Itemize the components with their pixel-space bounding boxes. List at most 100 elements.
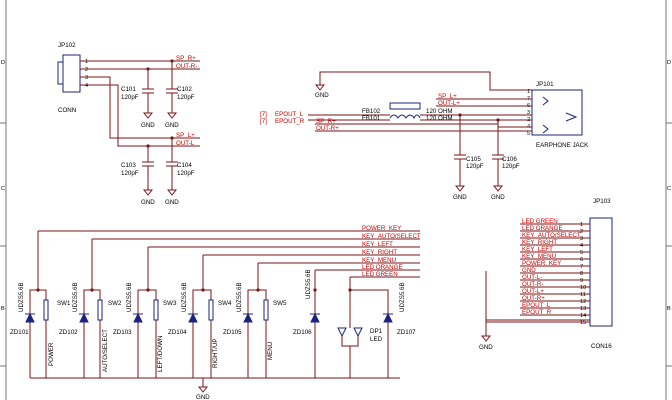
jp103-type: CON16 [591, 343, 612, 350]
jp101-pin-3: 3 [527, 110, 530, 116]
fb102-ref: FB102 [362, 108, 381, 115]
sheet-ref-epout-l: [7] [260, 111, 267, 118]
net-out-l: OUT-L [176, 140, 195, 147]
key-net-led-green: LED GREEN [362, 271, 398, 278]
jp103-net-label: OUT-R- [522, 281, 543, 288]
sw5-ref: SW5 [273, 300, 287, 307]
sw1-name: POWER [48, 342, 55, 366]
jp101-body [531, 89, 583, 136]
sw2-ref: SW2 [108, 300, 122, 307]
zd104-ref: ZD104 [168, 329, 187, 336]
jp103-net-label: LED ORANGE [522, 225, 563, 232]
jp103-net-label: OUT-R+ [522, 295, 545, 302]
jp102-pin-2: 2 [85, 67, 88, 73]
border-zone-left-b: B [1, 306, 5, 312]
jp102-tab [57, 61, 64, 85]
jp103-net-label: GND [522, 267, 536, 274]
key-net-menu: KEY_MENU [362, 257, 396, 264]
sw2-name: AUTO/SELECT [102, 329, 109, 372]
cap-c106-ref: C106 [502, 156, 517, 163]
jp103-pin-number: 1 [580, 222, 583, 228]
jack-contact-3 [542, 124, 549, 134]
jp102-ref: JP102 [58, 42, 76, 49]
zd107-part: UDZS5.6B [399, 282, 406, 312]
jp103-net-label: OUT-L+ [522, 288, 544, 295]
border-zone-left-d: D [1, 60, 5, 66]
zd102-ref: ZD102 [59, 329, 78, 336]
jack-net-sp-l: SP_L+ [438, 93, 457, 100]
gnd-label-c102: GND [165, 122, 179, 129]
jp102-pin-1: 1 [85, 59, 88, 65]
jack-net-sp-r: SP_R+ [316, 118, 336, 125]
zd105-part: UDZS5.6B [236, 282, 243, 312]
jack-contact-1 [542, 96, 549, 106]
zd104-part: UDZS5.6B [181, 282, 188, 312]
jp103-net-label: OUT-L- [522, 274, 542, 281]
ferrite-bead-fb102 [389, 102, 421, 110]
jp103-pin-number: 9 [580, 278, 583, 284]
zd106-part: UDZS5.6B [305, 269, 312, 299]
net-out-r-minus: OUT-R- [176, 63, 197, 70]
jp101-ref: JP101 [536, 81, 554, 88]
cap-c105-ref: C105 [466, 156, 481, 163]
jp102-pin-3: 3 [85, 75, 88, 81]
jp103-pin-number: 14 [580, 313, 586, 319]
key-net-led-orange: LED ORANGE [362, 264, 403, 271]
jp103-net-label: POWER_KEY [522, 260, 561, 267]
jp101-type: EARPHONE JACK [536, 142, 589, 149]
cap-c104-ref: C104 [177, 162, 192, 169]
zd101-part: UDZS5.6B [18, 282, 25, 312]
cap-c105-value: 120pF [466, 163, 484, 170]
gnd-label-c101: GND [141, 122, 155, 129]
sw5-name: MENU [267, 342, 274, 360]
cap-c101-value: 120pF [121, 94, 139, 101]
dp1-ref: DP1 [370, 328, 383, 335]
zd103-ref: ZD103 [113, 329, 132, 336]
jack-contact-2 [565, 112, 578, 122]
sheet-ref-epout-r: [7] [260, 118, 267, 125]
zd103-part: UDZS5.6B [126, 282, 133, 312]
jp103-net-label: KEY_AUTO/SELECT [522, 232, 581, 239]
jp102-block: JP102 CONN 1 2 3 4 SP_R+ OUT-R- SP_L+ OU… [57, 42, 200, 206]
zd105-ref: ZD105 [223, 329, 242, 336]
jp103-net-label: EPOUT_L [522, 302, 551, 309]
jp103-net-label: KEY_MENU [522, 253, 556, 260]
net-sp-l-plus: SP_L+ [176, 132, 195, 139]
gnd-label-c106: GND [491, 194, 505, 201]
fb101-ref: FB101 [362, 115, 381, 122]
cap-c103-ref: C103 [121, 162, 136, 169]
border-zone-right-d: D [667, 60, 671, 66]
keys-block: POWER_KEY KEY_AUTO/SELECT KEY_LEFT KEY_R… [10, 225, 421, 400]
gnd-label-keys: GND [196, 394, 210, 400]
jp103-pin-number: 6 [580, 257, 583, 263]
border-zone-right-b: B [667, 306, 671, 312]
border-zone-left-c: C [1, 186, 5, 192]
net-epout-r: EPOUT_R [275, 118, 305, 125]
cap-c103-value: 120pF [121, 170, 139, 177]
jp103-net-label: KEY_RIGHT [522, 239, 557, 246]
jp101-pin-5: 5 [527, 131, 530, 137]
fb102-value: 120 OHM [426, 108, 452, 115]
gnd-label-c104: GND [165, 199, 179, 206]
gnd-label-jack: GND [315, 92, 329, 99]
gnd-label-jp103: GND [479, 344, 493, 351]
jp103-pin-number: 2 [580, 229, 583, 235]
sw3-name: LEFT/DOWN [157, 336, 164, 372]
zd106-ref: ZD106 [293, 329, 312, 336]
cap-c102-ref: C102 [177, 86, 192, 93]
sw4-name: RIGHT/UP [212, 338, 219, 368]
gnd-label-c103: GND [141, 199, 155, 206]
jp103-pin-number: 10 [580, 285, 586, 291]
net-epout-l: EPOUT_L [275, 111, 304, 118]
key-net-power: POWER_KEY [362, 225, 401, 232]
jp103-net-label: LED GREEN [522, 218, 558, 225]
jp101-block: GND JP101 EARPHONE JACK 1 7 6 3 2 4 5 SP… [260, 71, 589, 201]
jp103-net-label: EPOUT_R [522, 309, 552, 316]
key-net-auto-select: KEY_AUTO/SELECT [362, 233, 421, 240]
jp103-pin-number: 15 [580, 320, 586, 326]
zd102-part: UDZS5.6B [72, 282, 79, 312]
sw1-ref: SW1 [57, 300, 71, 307]
jp103-pin-number: 7 [580, 264, 583, 270]
